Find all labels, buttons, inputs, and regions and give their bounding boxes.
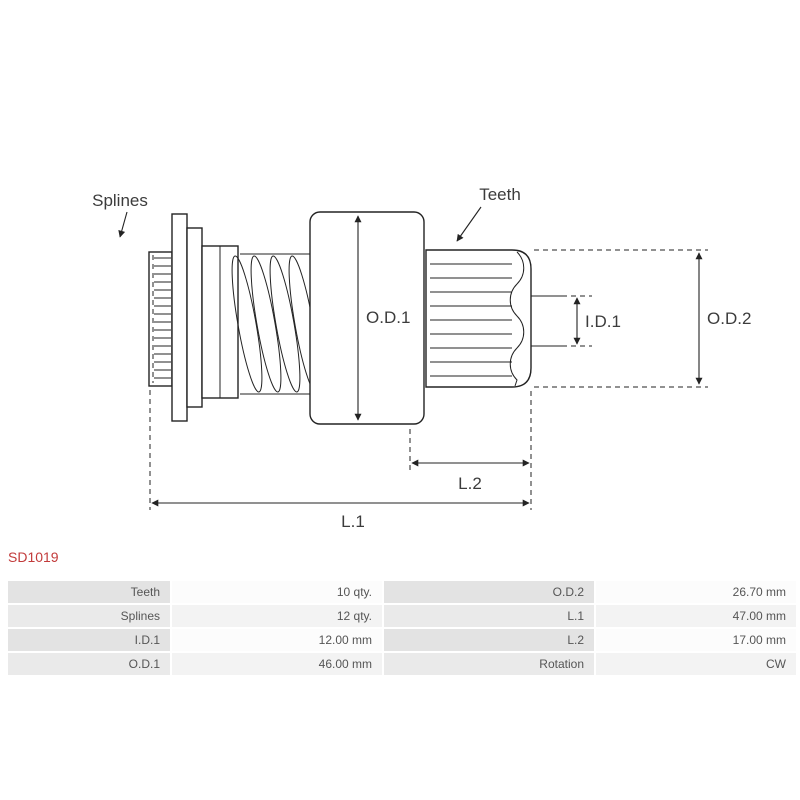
splines-label: Splines <box>92 191 148 210</box>
coil-spring <box>231 253 320 395</box>
teeth-label: Teeth <box>479 185 521 204</box>
hub <box>201 245 239 399</box>
flange-washer-1 <box>171 213 188 422</box>
spec-value-cell: 26.70 mm <box>596 581 796 603</box>
part-number-link[interactable]: SD1019 <box>8 549 59 565</box>
spec-table: Teeth 10 qty. O.D.2 26.70 mm Splines 12 … <box>8 581 796 675</box>
spec-label-cell: Splines <box>8 605 170 627</box>
l2-label: L.2 <box>458 474 482 493</box>
splines-callout: Splines <box>92 191 148 238</box>
spec-value-cell: 12 qty. <box>172 605 382 627</box>
od2-dimension: O.D.2 <box>534 249 751 388</box>
technical-drawing: Splines Teeth O.D.1 I.D.1 O.D.2 L <box>92 185 751 531</box>
id1-dimension: I.D.1 <box>562 295 621 347</box>
spec-value-cell: 17.00 mm <box>596 629 796 651</box>
od1-dimension: O.D.1 <box>354 215 410 421</box>
spec-label-cell: O.D.1 <box>8 653 170 675</box>
spline-shaft <box>148 251 173 387</box>
splines-arrow <box>118 211 128 238</box>
l1-label: L.1 <box>341 512 365 531</box>
spec-value-cell: 46.00 mm <box>172 653 382 675</box>
teeth-callout: Teeth <box>456 185 521 242</box>
spec-label-cell: I.D.1 <box>8 629 170 651</box>
spec-label-cell: Rotation <box>384 653 594 675</box>
spec-value-cell: 10 qty. <box>172 581 382 603</box>
l1-dimension: L.1 <box>149 390 530 531</box>
teeth-arrow <box>456 206 482 242</box>
spec-value-cell: 47.00 mm <box>596 605 796 627</box>
pinion-gear <box>425 249 532 388</box>
spec-label-cell: Teeth <box>8 581 170 603</box>
id1-label: I.D.1 <box>585 312 621 331</box>
starter-drive-part <box>148 211 562 425</box>
od1-label: O.D.1 <box>366 308 410 327</box>
bore-edges <box>531 295 562 347</box>
spec-value-cell: 12.00 mm <box>172 629 382 651</box>
od2-label: O.D.2 <box>707 309 751 328</box>
spec-label-cell: L.1 <box>384 605 594 627</box>
spec-value-cell: CW <box>596 653 796 675</box>
l2-dimension: L.2 <box>409 391 532 510</box>
clutch-housing <box>309 211 425 425</box>
flange-washer-2 <box>186 227 203 408</box>
spec-label-cell: L.2 <box>384 629 594 651</box>
spec-label-cell: O.D.2 <box>384 581 594 603</box>
